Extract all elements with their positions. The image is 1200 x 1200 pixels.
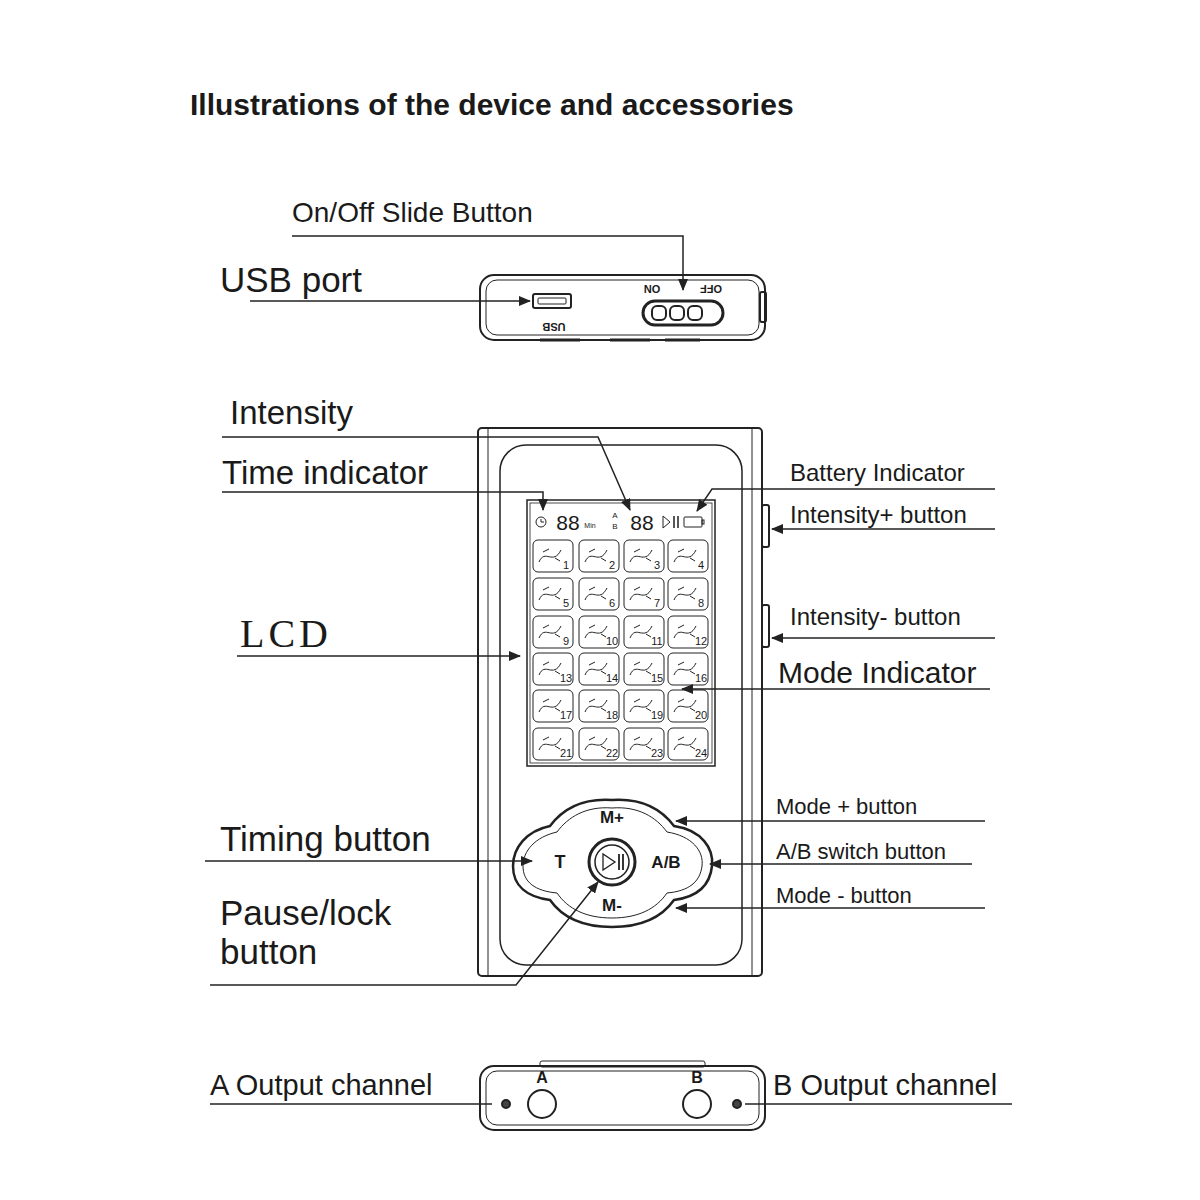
part-label: Time indicator [222,455,428,491]
part-label: On/Off Slide Button [292,198,533,229]
part-label: Intensity- button [790,604,961,630]
part-label: Timing button [220,820,431,859]
mode-number: 24 [695,747,707,759]
button-glyph: M+ [600,809,624,828]
part-label: Mode - button [776,884,912,908]
mode-number: 22 [606,747,618,759]
lcd-readout: B [612,523,617,532]
mode-number: 17 [560,709,572,721]
lcd-readout: 88 [556,511,579,534]
mode-number: 14 [606,672,618,684]
mode-number: 8 [698,597,704,609]
mode-number: 20 [695,709,707,721]
mode-number: 13 [560,672,572,684]
button-glyph: T [555,853,566,873]
part-label: Battery Indicator [790,460,965,486]
mode-number: 19 [651,709,663,721]
lcd-readout: 88 [630,511,653,534]
mode-number: 16 [695,672,707,684]
part-label: Mode Indicator [778,656,976,689]
lcd-readout: Min [584,522,595,530]
diagram-title: Illustrations of the device and accessor… [190,88,794,121]
part-label: Mode + button [776,795,917,819]
mode-number: 12 [695,635,707,647]
mode-number: 4 [698,559,704,571]
device-marking: B [691,1069,703,1087]
mode-number: 21 [560,747,572,759]
device-marking: USB [542,321,565,333]
button-glyph: A/B [651,854,680,873]
mode-number: 7 [654,597,660,609]
part-label: Intensity [230,395,353,431]
device-marking: ON [644,283,661,295]
part-label: Intensity+ button [790,502,967,528]
device-marking: OFF [700,283,722,295]
part-label: B Output channel [773,1070,997,1102]
device-marking: A [536,1069,548,1087]
mode-number: 11 [651,635,662,647]
part-label: A/B switch button [776,840,946,864]
mode-number: 3 [654,559,660,571]
button-glyph: M- [602,897,622,916]
mode-number: 18 [606,709,618,721]
mode-number: 23 [651,747,663,759]
part-label: USB port [220,261,362,300]
mode-number: 5 [563,597,569,609]
mode-number: 1 [563,559,569,571]
mode-number: 6 [609,597,615,609]
mode-number: 10 [606,635,618,647]
part-label: A Output channel [210,1070,433,1102]
mode-number: 15 [651,672,663,684]
mode-number: 9 [563,635,569,647]
lcd-readout: A [612,512,617,521]
part-label: Pause/lock button [220,894,440,971]
mode-number: 2 [609,559,615,571]
part-label: LCD [240,612,332,656]
